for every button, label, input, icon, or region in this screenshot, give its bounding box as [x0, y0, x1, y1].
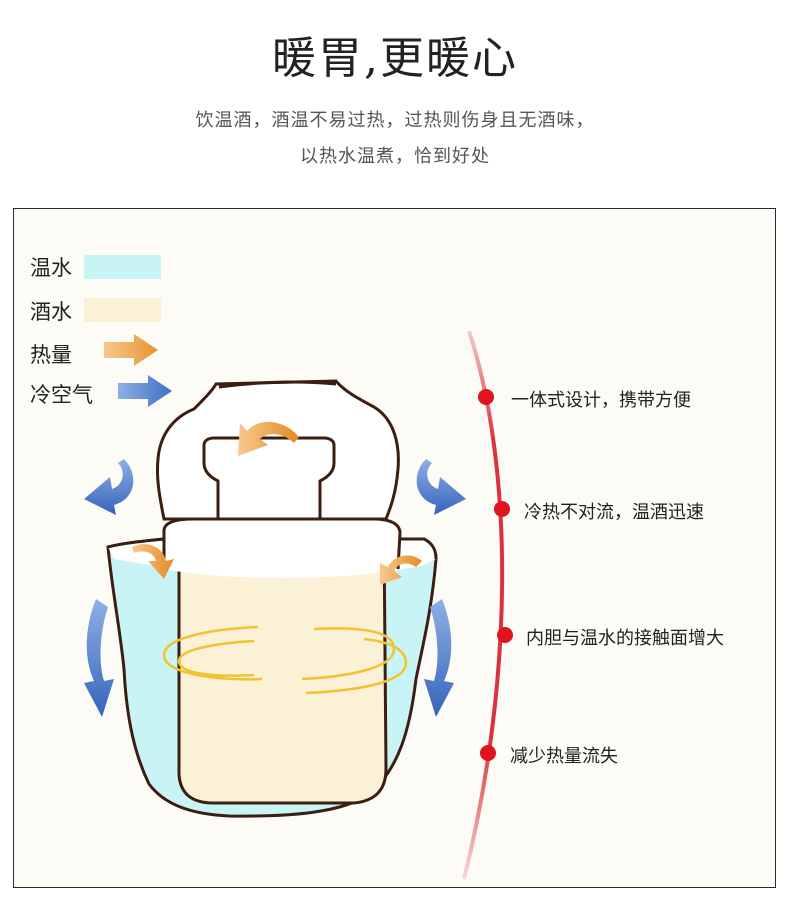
- feature-timeline-curve: [462, 330, 505, 880]
- heat-arrow-icon: [132, 544, 174, 579]
- feature-label-4: 减少热量流失: [510, 746, 618, 767]
- legend-swatch-wine: [84, 298, 161, 322]
- subtitle-line-1: 饮温酒，酒温不易过热，过热则伤身且无酒味，: [195, 110, 595, 131]
- feature-label-1: 一体式设计，携带方便: [511, 390, 691, 411]
- feature-dot: [494, 501, 510, 517]
- lid-cup: [156, 379, 400, 521]
- warmer-diagram: [84, 330, 513, 880]
- cold-air-arrow-icon: [84, 599, 114, 717]
- heat-arrow-icon: [238, 421, 299, 456]
- feature-label-2: 冷热不对流，温酒迅速: [524, 502, 704, 523]
- cold-air-arrow-icon: [416, 459, 466, 515]
- heat-flow-arrows: [132, 421, 422, 585]
- cold-air-flow-arrows: [84, 459, 466, 717]
- heat-rings: [162, 625, 408, 695]
- legend-label-warm-water: 温水: [30, 256, 72, 280]
- cold-air-arrow-icon: [424, 599, 454, 717]
- cold-air-arrow-icon: [84, 459, 134, 515]
- legend-label-cold-air: 冷空气: [30, 383, 93, 407]
- cold-air-arrow-icon: [118, 375, 172, 407]
- feature-label-3: 内胆与温水的接触面增大: [526, 628, 724, 649]
- feature-dot: [478, 389, 494, 405]
- heat-arrow-icon: [380, 555, 422, 585]
- legend-label-wine: 酒水: [30, 300, 72, 324]
- diagram-panel: 温水 酒水 热量 冷空气: [13, 208, 776, 888]
- heat-arrow-icon: [104, 334, 158, 366]
- legend-swatch-warm-water: [84, 255, 161, 279]
- feature-dot: [480, 745, 496, 761]
- feature-dot: [497, 627, 513, 643]
- page-title: 暖胃,更暖心: [272, 33, 518, 84]
- legend-label-heat: 热量: [30, 343, 72, 367]
- subtitle-line-2: 以热水温煮，恰到好处: [300, 146, 490, 167]
- inner-liner: [177, 533, 388, 805]
